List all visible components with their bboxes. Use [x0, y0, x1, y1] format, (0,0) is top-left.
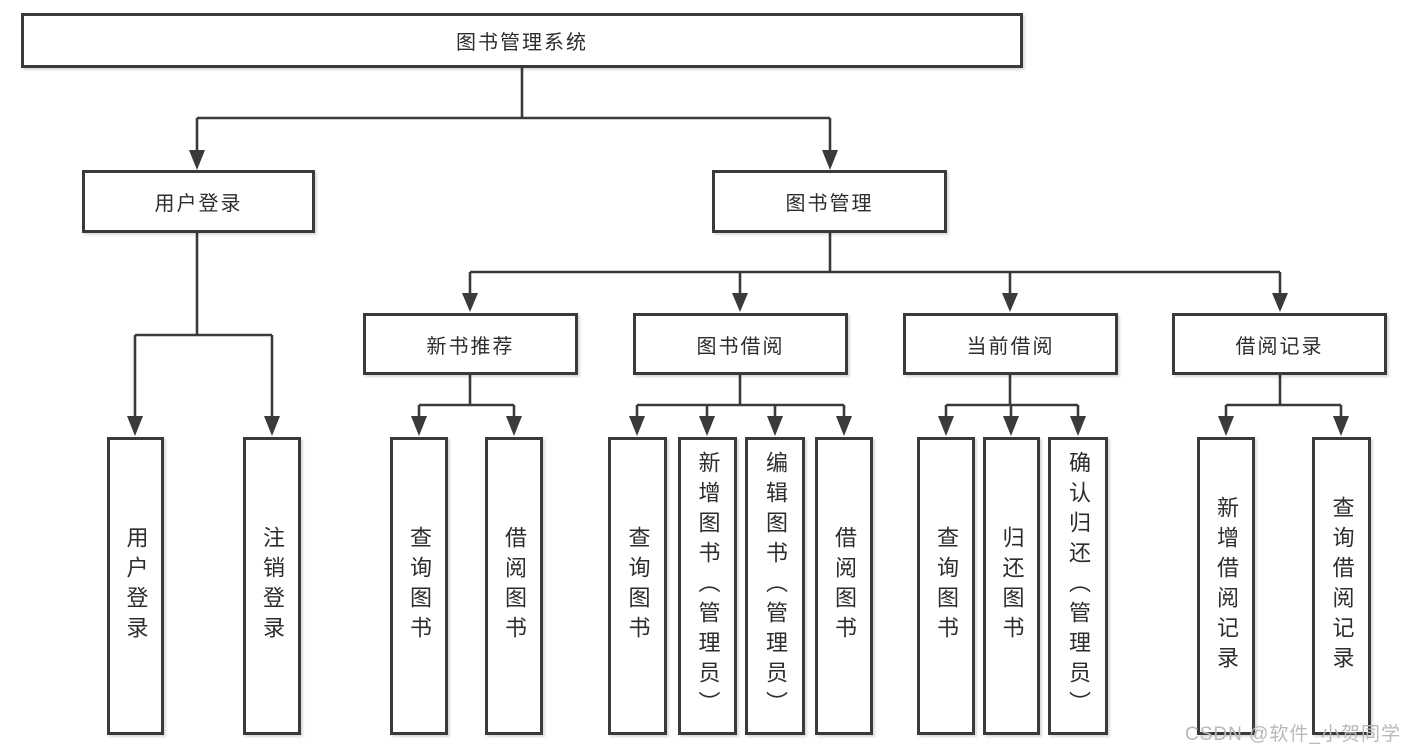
node-new-book-recommend: 新书推荐 — [363, 313, 578, 375]
node-borrow-record: 借阅记录 — [1172, 313, 1387, 375]
leaf-user-login: 用户登录 — [107, 437, 164, 735]
leaf-add-borrow-record: 新增借阅记录 — [1197, 437, 1255, 735]
leaf-query-book-borrow: 查询图书 — [608, 437, 667, 735]
leaf-add-book-admin: 新增图书（管理员） — [678, 437, 737, 735]
leaf-query-borrow-record: 查询借阅记录 — [1312, 437, 1371, 735]
node-book-management: 图书管理 — [712, 170, 947, 233]
node-root-system: 图书管理系统 — [21, 13, 1023, 68]
leaf-borrow-book-recommend: 借阅图书 — [485, 437, 543, 735]
leaf-return-book: 归还图书 — [983, 437, 1040, 735]
csdn-watermark: CSDN @软件_小贺同学 — [1185, 724, 1401, 745]
leaf-edit-book-admin: 编辑图书（管理员） — [745, 437, 805, 735]
leaf-logout: 注销登录 — [243, 437, 301, 735]
leaf-confirm-return-admin: 确认归还（管理员） — [1048, 437, 1108, 735]
node-user-login: 用户登录 — [82, 170, 315, 233]
leaf-query-book-recommend: 查询图书 — [390, 437, 448, 735]
node-current-borrow: 当前借阅 — [903, 313, 1118, 375]
node-book-borrow: 图书借阅 — [633, 313, 848, 375]
leaf-borrow-book: 借阅图书 — [815, 437, 873, 735]
leaf-query-book-current: 查询图书 — [917, 437, 975, 735]
